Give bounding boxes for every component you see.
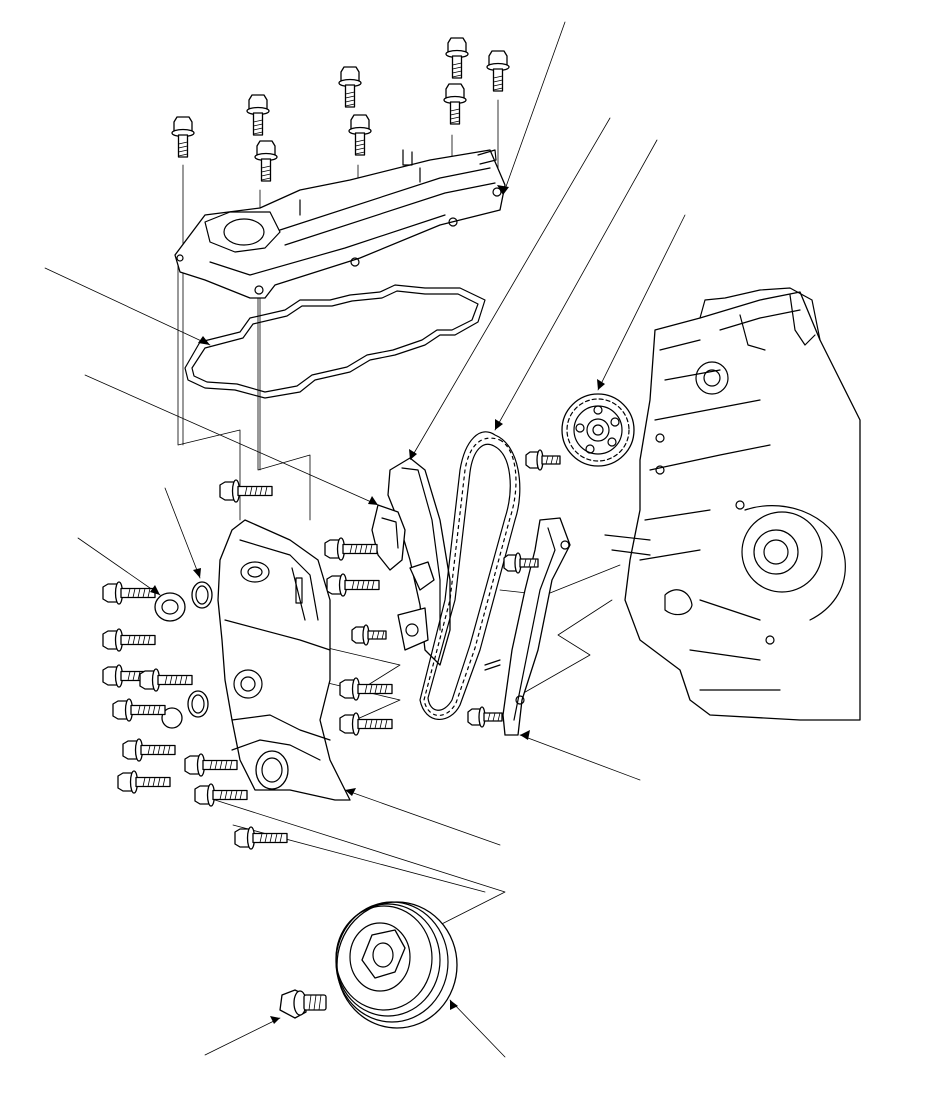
o-ring-icon [191,581,213,609]
bolt-icon [443,83,467,125]
cover-icon [174,149,506,299]
pulley-icon [335,901,458,1029]
bolt-icon [122,738,176,762]
bolt-icon [219,479,273,503]
bolt-icon [338,66,362,108]
leader-line-gasket [44,267,211,346]
guide-icon [502,517,571,736]
bolt-icon [112,698,166,722]
bolt-icon [117,770,171,794]
plug-icon [154,592,186,622]
leader-line-cover [502,21,566,196]
leader-line-pulley-bolt [204,1017,281,1056]
bolt-icon [525,449,561,471]
bolt-icon [445,37,469,79]
bolt-icon [279,989,327,1019]
leader-line-pulley [449,999,506,1058]
bolt-icon [486,50,510,92]
leader-line-tensioner [84,374,379,506]
bolt-icon [348,114,372,156]
leader-line-chain [494,139,658,431]
bolt-icon [351,624,387,646]
case-icon [217,519,351,801]
bolt-icon [246,94,270,136]
leader-line-guide [519,734,641,781]
bolt-icon [234,826,288,850]
leader-line-case [344,789,501,846]
bolt-icon [194,783,248,807]
leader-line-plug [77,537,161,596]
bolt-icon [324,537,378,561]
bolt-icon [102,581,156,605]
leader-line-o-ring [164,487,201,579]
bolt-icon [171,116,195,158]
tensioner-icon [371,504,435,591]
bolt-icon [139,668,193,692]
chain-icon [419,431,521,720]
sprocket-icon [561,393,635,467]
tensioner-arm-icon [387,457,451,666]
engine-icon [604,287,861,721]
bolt-icon [102,628,156,652]
bolt-icon [184,753,238,777]
gasket-icon [184,284,486,399]
bolt-icon [339,677,393,701]
leader-line-sprocket [597,214,686,391]
leader-line-tensioner-arm [409,117,611,461]
seal-icon [187,690,209,718]
bolt-icon [254,140,278,182]
bolt-icon [326,573,380,597]
bolt-icon [339,712,393,736]
bolt-icon [467,706,503,728]
leader-lines [44,21,686,1058]
arrowheads [150,185,605,1024]
